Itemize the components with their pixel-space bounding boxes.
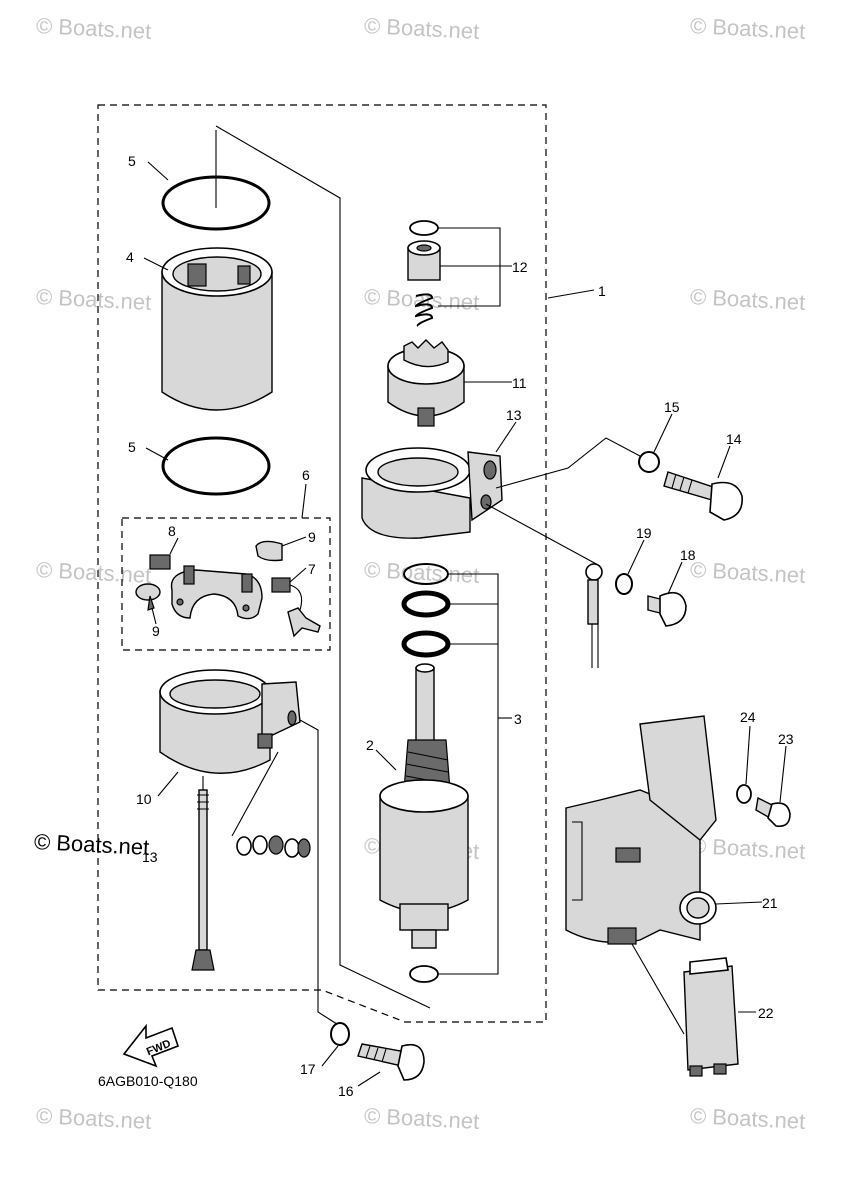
- leader-nut-set: [231, 751, 279, 837]
- callout-15: 14: [726, 431, 742, 447]
- washer-20: [615, 573, 633, 595]
- callout-5-bottom: 5: [128, 439, 136, 455]
- ring-12: [409, 220, 439, 236]
- cover-22: [683, 957, 739, 1077]
- callout-20: 19: [636, 525, 652, 541]
- bolt-17: [357, 1043, 425, 1081]
- brush-7: [271, 577, 321, 638]
- spring-12: [414, 293, 434, 327]
- callout-6: 6: [302, 467, 310, 483]
- callout-9-lower: 9: [152, 623, 160, 639]
- end-frame-13: [361, 447, 503, 539]
- brush-holder: [170, 565, 263, 620]
- ground-lead: [585, 563, 603, 668]
- assembly-outline: [97, 104, 547, 1023]
- brush-kit-outline: [121, 517, 331, 651]
- yoke: [161, 247, 273, 411]
- callout-11: 11: [512, 375, 527, 391]
- bracket-21: [565, 715, 717, 945]
- washer-16: [638, 451, 660, 473]
- fwd-arrow-icon: FWD: [122, 1023, 180, 1068]
- washer-3-a: [403, 563, 449, 585]
- washer-18: [330, 1022, 350, 1046]
- spring-9-upper: [255, 540, 283, 562]
- armature-2: [379, 663, 469, 949]
- washer-24: [736, 784, 752, 804]
- bolt-15: [663, 471, 743, 521]
- callout-3: 3: [514, 711, 522, 727]
- callout-18: 17: [300, 1061, 316, 1077]
- callout-16: 15: [664, 399, 680, 415]
- leader-22-cover: [631, 943, 685, 1035]
- callout-10: 10: [136, 791, 152, 807]
- callout-2: 2: [366, 737, 374, 753]
- bolt-23: [755, 796, 791, 828]
- o-ring-top: [161, 175, 271, 231]
- callout-4: 4: [126, 249, 134, 265]
- callout-17: 16: [338, 1083, 354, 1099]
- callout-19: 18: [680, 547, 696, 563]
- axis-line-left: [215, 125, 431, 1009]
- pinion-11: [387, 339, 465, 427]
- callout-12: 12: [512, 259, 528, 275]
- nut-washer-set: [236, 835, 311, 858]
- callout-7: 7: [308, 561, 316, 577]
- callout-8: 8: [168, 523, 176, 539]
- bracket-3: [438, 573, 499, 975]
- callout-9-upper: 9: [308, 529, 316, 545]
- callout-1: 1: [598, 283, 606, 299]
- callout-24: 24: [740, 709, 756, 725]
- o-ring-bottom: [161, 436, 271, 496]
- diagram-code: 6AGB010-Q180: [98, 1073, 198, 1089]
- through-bolt: [191, 789, 215, 971]
- callout-leaders: [143, 161, 787, 1087]
- front-cover: [159, 669, 301, 774]
- leader-17-line: [299, 719, 341, 1027]
- collar-12: [407, 240, 441, 281]
- spring-9-lower: [135, 583, 161, 611]
- washer-3-b: [401, 590, 451, 618]
- callout-13: 13: [506, 407, 522, 423]
- leader-16-line: [495, 437, 641, 489]
- callout-21: 21: [762, 895, 778, 911]
- callout-14: 13: [142, 849, 158, 865]
- callout-23: 23: [778, 731, 794, 747]
- washer-3-c: [401, 630, 451, 658]
- brush-8: [149, 554, 171, 570]
- callout-5-top: 5: [128, 153, 136, 169]
- callout-22: 22: [758, 1005, 774, 1021]
- leader-20-line: [485, 503, 601, 567]
- washer-3-d: [409, 965, 439, 983]
- bolt-19: [647, 591, 687, 627]
